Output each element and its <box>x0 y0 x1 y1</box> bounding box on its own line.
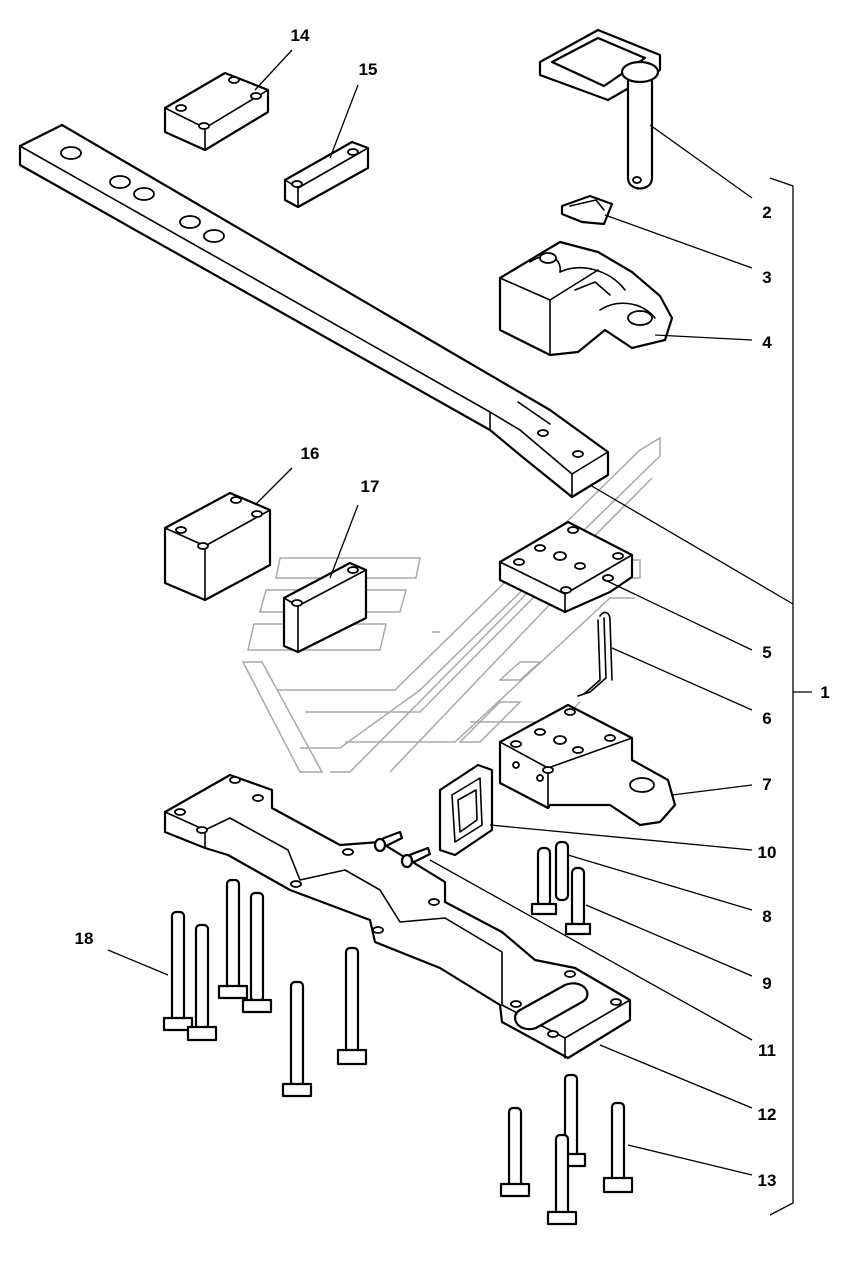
callout-14: 14 <box>291 26 310 45</box>
base-frame-12 <box>163 773 632 1060</box>
lower-plate-7 <box>498 703 677 827</box>
spacer-17 <box>282 561 368 654</box>
callout-7: 7 <box>762 775 771 794</box>
callout-5: 5 <box>762 643 771 662</box>
top-plate-5 <box>498 520 634 614</box>
spacer-15 <box>283 140 370 209</box>
guide-frame-10 <box>438 763 494 857</box>
callout-16: 16 <box>301 444 320 463</box>
drawbar <box>18 123 610 499</box>
callout-labels: 14 15 2 3 4 16 17 5 1 6 7 10 8 18 9 11 1… <box>75 26 830 1190</box>
callout-18: 18 <box>75 929 94 948</box>
callout-11: 11 <box>758 1041 776 1060</box>
callout-10: 10 <box>758 843 777 862</box>
hitch-hook-4 <box>498 240 674 357</box>
callout-9: 9 <box>762 974 771 993</box>
hitch-pin-2 <box>538 28 662 190</box>
wear-block-16 <box>163 491 272 602</box>
callout-13: 13 <box>758 1171 777 1190</box>
callout-6: 6 <box>762 709 771 728</box>
clip-3 <box>560 194 614 226</box>
wear-plate-14 <box>163 71 270 152</box>
callout-12: 12 <box>758 1105 777 1124</box>
bolts-13 <box>499 1073 634 1226</box>
callout-17: 17 <box>361 477 380 496</box>
small-bolts-11 <box>373 830 432 869</box>
callout-1: 1 <box>820 683 829 702</box>
callout-2: 2 <box>762 203 771 222</box>
callout-4: 4 <box>762 333 772 352</box>
leader-lines <box>107 49 794 1176</box>
callout-15: 15 <box>359 60 378 79</box>
long-bolts-18 <box>162 878 368 1098</box>
callout-8: 8 <box>762 907 771 926</box>
bolts-8-9 <box>530 840 592 936</box>
spring-clip-6 <box>577 611 613 697</box>
item-1-bracket <box>769 177 812 1216</box>
callout-3: 3 <box>762 268 771 287</box>
